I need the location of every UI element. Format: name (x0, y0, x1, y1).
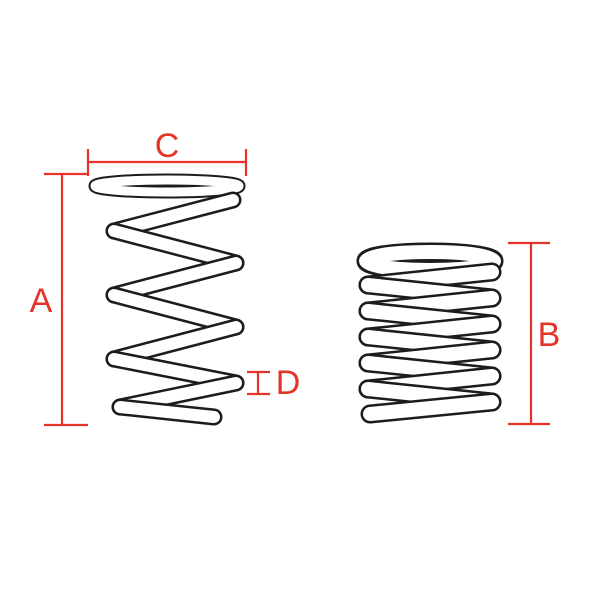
dim-d-label: D (276, 364, 301, 402)
dim-a-label: A (30, 282, 53, 320)
extended-spring-cap (88, 173, 246, 199)
compressed-spring (356, 242, 504, 424)
dimension-compressed-length: B (508, 241, 561, 426)
compressed-spring-coils (358, 262, 502, 424)
dim-c-label: C (155, 127, 180, 165)
extended-spring (88, 173, 246, 426)
dimension-outer-diameter: C (86, 127, 248, 176)
dimension-free-length: A (30, 172, 88, 427)
dim-b-label: B (538, 316, 561, 354)
dimension-wire-diameter: D (247, 364, 300, 402)
extended-spring-coils (105, 191, 245, 426)
